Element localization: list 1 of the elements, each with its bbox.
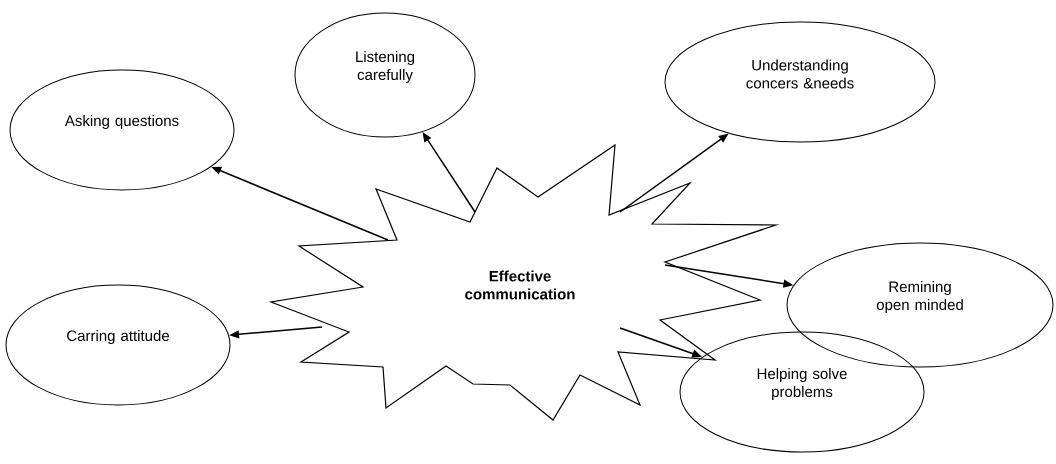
arrow [422,132,476,213]
